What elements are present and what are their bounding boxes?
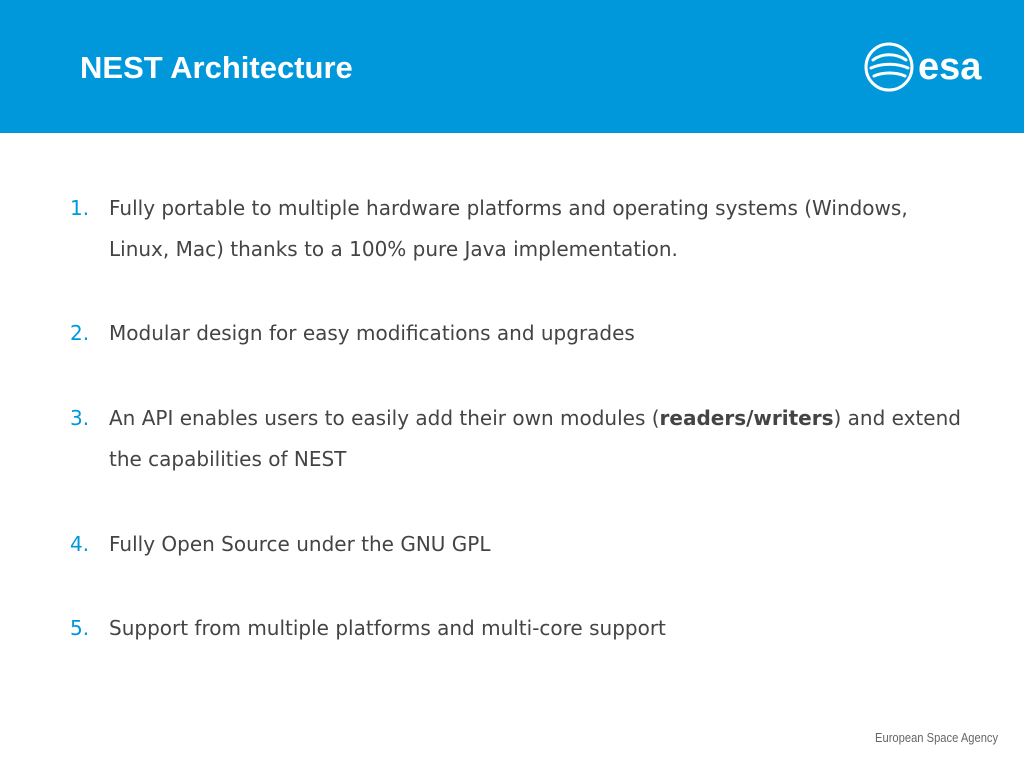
list-item: 4. Fully Open Source under the GNU GPL: [70, 524, 970, 565]
list-item-text: Support from multiple platforms and mult…: [109, 616, 666, 640]
list-item-number: 3.: [70, 406, 90, 430]
list-item-text-before: An API enables users to easily add their…: [109, 406, 660, 430]
list-item-text: An API enables users to easily add their…: [109, 398, 970, 480]
list-item-text: Fully portable to multiple hardware plat…: [109, 196, 908, 261]
list-item-number: 2.: [70, 321, 90, 345]
list-item-text: Fully Open Source under the GNU GPL: [109, 532, 491, 556]
slide-title: NEST Architecture: [80, 50, 353, 85]
list-item-number: 5.: [70, 616, 90, 640]
list-item: 5. Support from multiple platforms and m…: [70, 608, 970, 649]
list-item: 3. An API enables users to easily add th…: [70, 398, 970, 480]
list-item-number: 1.: [70, 196, 90, 220]
list-item: 2. Modular design for easy modifications…: [70, 313, 970, 354]
list-item: 1. Fully portable to multiple hardware p…: [70, 188, 970, 270]
logo-text: esa: [918, 46, 982, 88]
list-item-text: Modular design for easy modifications an…: [109, 321, 635, 345]
esa-logo-icon: esa: [864, 42, 982, 92]
footer-organization: European Space Agency: [874, 730, 998, 745]
header-bar: NEST Architecture esa: [0, 0, 1024, 133]
list-item-text-after: ) and extend the capabilities of NEST: [109, 406, 961, 471]
list-item-number: 4.: [70, 532, 90, 556]
readers-writers-emphasis: readers/writers: [659, 406, 834, 430]
